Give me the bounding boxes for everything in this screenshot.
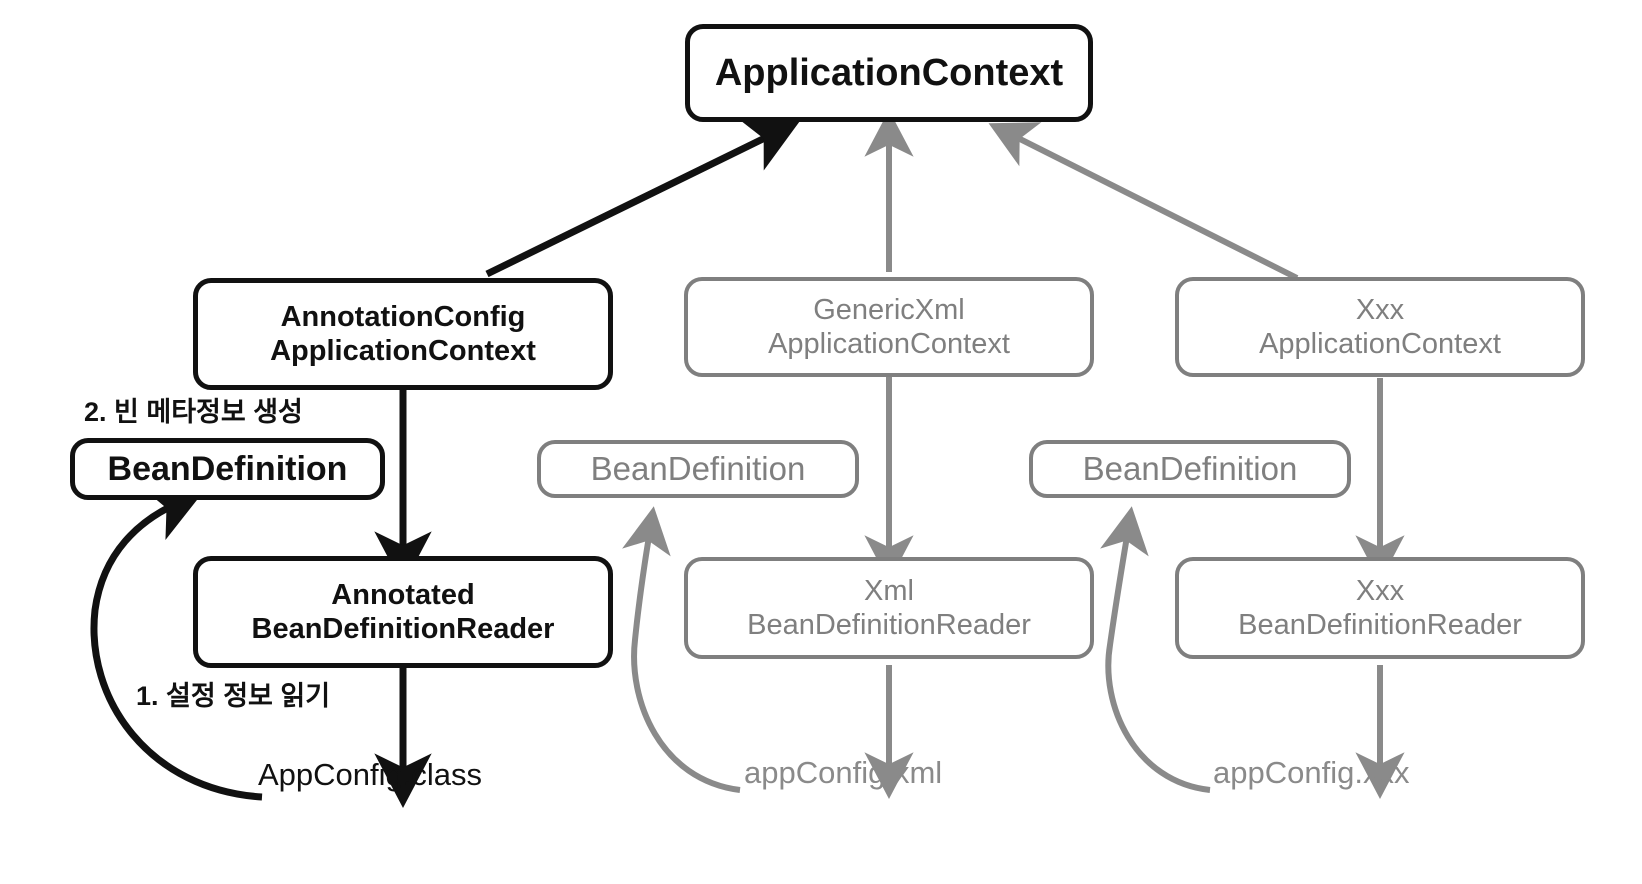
node-xxx-beandefinitionreader[interactable]: Xxx BeanDefinitionReader <box>1175 557 1585 659</box>
node-beandefinition-xxx[interactable]: BeanDefinition <box>1029 440 1351 498</box>
file-label-appconfig-xml: appConfig.xml <box>744 755 943 790</box>
step-label-2-bean-metadata: 2. 빈 메타정보 생성 <box>84 397 303 427</box>
file-label-appconfig-xxx: appConfig.xxx <box>1213 755 1410 790</box>
node-genericxml-applicationcontext[interactable]: GenericXml ApplicationContext <box>684 277 1094 377</box>
node-application-context[interactable]: ApplicationContext <box>685 24 1093 122</box>
step-label-1-read-config: 1. 설정 정보 읽기 <box>136 681 331 711</box>
node-beandefinition-genericxml[interactable]: BeanDefinition <box>537 440 859 498</box>
edge-xxx-to-applicationcontext <box>988 122 1299 281</box>
node-xml-beandefinitionreader[interactable]: Xml BeanDefinitionReader <box>684 557 1094 659</box>
node-annotationconfig-applicationcontext[interactable]: AnnotationConfig ApplicationContext <box>193 278 613 390</box>
file-label-appconfig-class: AppConfig.class <box>258 757 483 792</box>
node-annotated-beandefinitionreader[interactable]: Annotated BeanDefinitionReader <box>193 556 613 668</box>
edge-annotationconfig-to-applicationcontext <box>485 118 801 278</box>
node-beandefinition-annotationconfig[interactable]: BeanDefinition <box>70 438 385 500</box>
node-xxx-applicationcontext[interactable]: Xxx ApplicationContext <box>1175 277 1585 377</box>
